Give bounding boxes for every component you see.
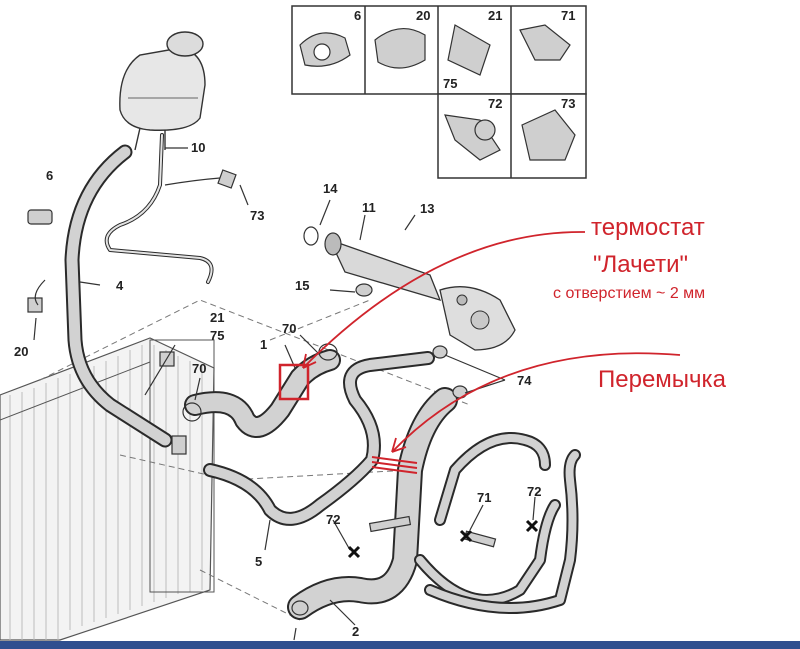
label-2: 2 [352, 624, 359, 639]
inset-label-73: 73 [561, 96, 575, 111]
label-73: 73 [250, 208, 264, 223]
inset-label-20: 20 [416, 8, 430, 23]
inset-label-21: 21 [488, 8, 502, 23]
label-70-left: 70 [192, 361, 206, 376]
thermostat-arrow [302, 231, 586, 369]
jumper-arrow [391, 352, 681, 453]
label-74: 74 [517, 373, 532, 388]
label-20: 20 [14, 344, 28, 359]
label-75: 75 [210, 328, 224, 343]
thermostat-highlight-box [278, 363, 310, 401]
inset-label-6: 6 [354, 8, 361, 23]
leader-lines [33, 147, 536, 641]
label-72-right: 72 [527, 484, 541, 499]
thermostat-housing [324, 232, 516, 351]
annotation-jumper: Перемычка [598, 366, 726, 393]
window-bottom-bar [0, 641, 800, 649]
label-72-left: 72 [326, 512, 340, 527]
inset-label-71: 71 [561, 8, 575, 23]
label-14: 14 [323, 181, 338, 196]
inset-label-72: 72 [488, 96, 502, 111]
part-numbers: 10 6 73 14 11 13 4 15 20 21 75 70 1 70 7… [14, 140, 541, 639]
label-71: 71 [477, 490, 491, 505]
label-13: 13 [420, 201, 434, 216]
parts-inset: 6 20 21 75 71 72 73 [291, 5, 587, 179]
expansion-tank [119, 31, 206, 151]
label-4: 4 [116, 278, 124, 293]
jumper-mark [371, 456, 418, 474]
label-1: 1 [260, 337, 267, 352]
label-6: 6 [46, 168, 53, 183]
label-5: 5 [255, 554, 262, 569]
red-annotations [278, 231, 681, 474]
label-10: 10 [191, 140, 205, 155]
label-70-top: 70 [282, 321, 296, 336]
clip-markers [347, 519, 539, 559]
inset-label-75: 75 [443, 76, 457, 91]
label-15: 15 [295, 278, 309, 293]
radiator [0, 337, 215, 641]
label-11: 11 [362, 200, 376, 215]
annotation-thermostat: термостат [591, 214, 705, 241]
annotation-hole-note: с отверстием ~ 2 мм [553, 285, 706, 302]
label-21: 21 [210, 310, 224, 325]
hoses [64, 133, 581, 620]
annotation-lacheti: "Лачети" [593, 251, 689, 278]
